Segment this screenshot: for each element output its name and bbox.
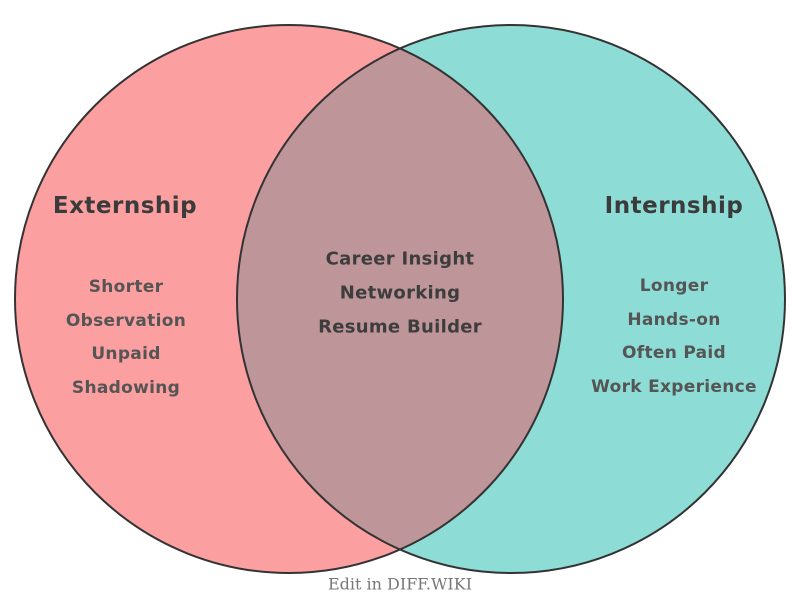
right-circle-outline bbox=[236, 24, 786, 574]
right-set-item: Longer bbox=[639, 276, 709, 296]
right-set-title: Internship bbox=[604, 193, 744, 219]
footer-edit-link[interactable]: Edit in DIFF.WIKI bbox=[327, 574, 473, 594]
left-set-item: Unpaid bbox=[91, 344, 161, 364]
right-set-item: Work Experience bbox=[591, 376, 757, 397]
left-set-item: Shorter bbox=[88, 277, 164, 297]
overlap-region-fill bbox=[237, 48, 563, 550]
left-set-item: Shadowing bbox=[71, 377, 181, 398]
right-set-item: Often Paid bbox=[622, 343, 726, 363]
left-circle-outline bbox=[14, 24, 564, 574]
right-set-item: Hands-on bbox=[627, 309, 721, 330]
left-set-item: Observation bbox=[65, 310, 187, 331]
overlap-item: Resume Builder bbox=[318, 316, 482, 338]
left-set-title: Externship bbox=[52, 193, 198, 219]
overlap-item: Career Insight bbox=[325, 248, 475, 270]
overlap-item: Networking bbox=[339, 282, 461, 304]
